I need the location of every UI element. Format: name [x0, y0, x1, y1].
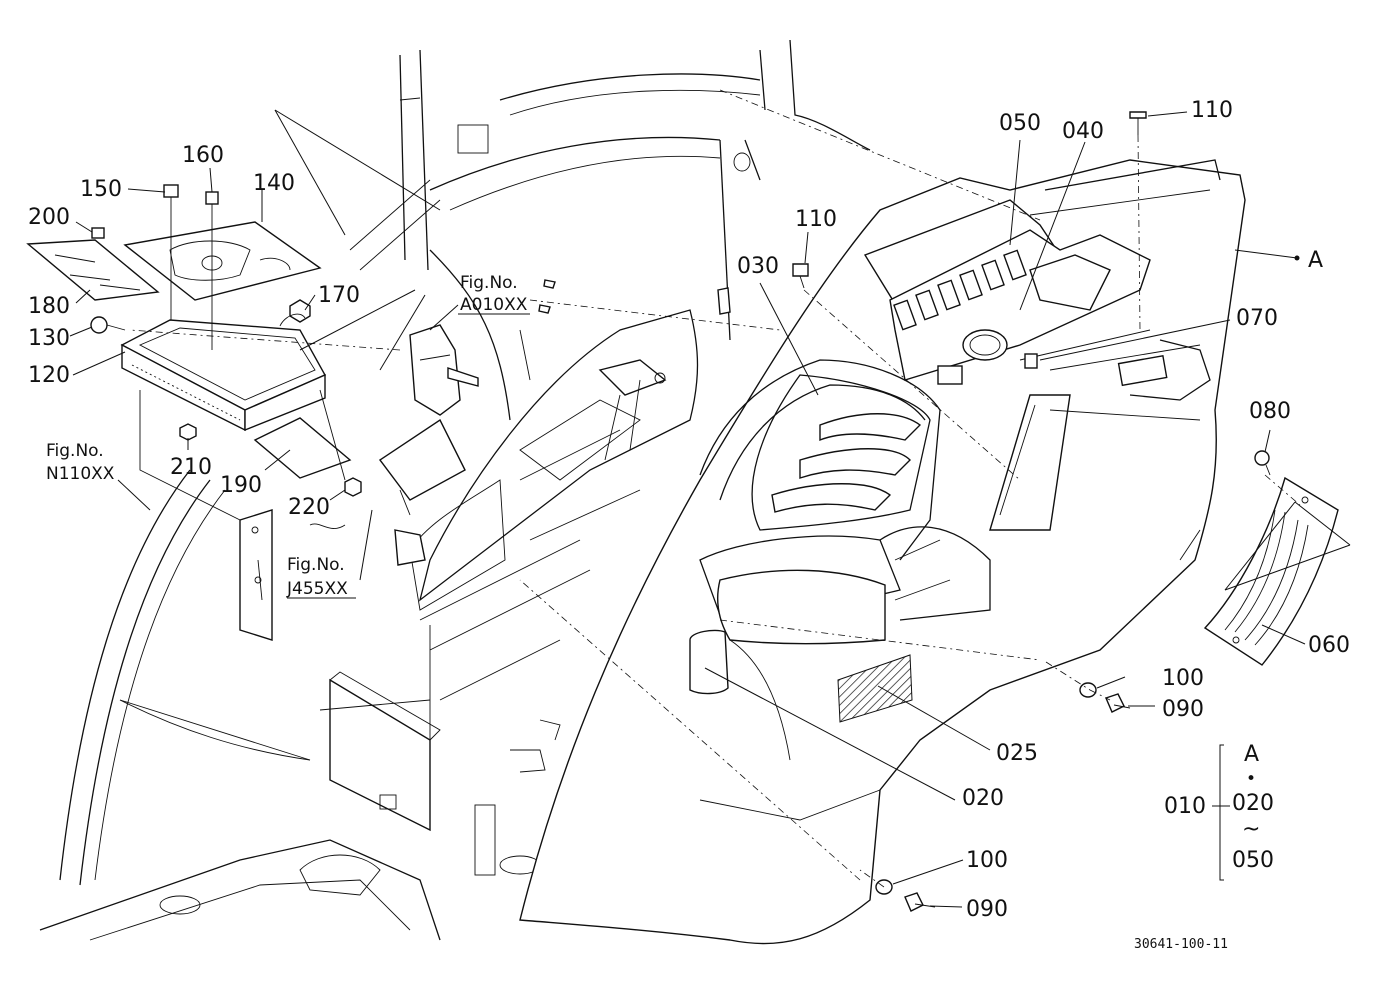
label-170: 170	[318, 283, 360, 308]
label-110-top: 110	[1191, 98, 1233, 123]
assembly-lines	[129, 89, 1301, 888]
label-080: 080	[1249, 399, 1291, 424]
drawing-number: 30641-100-11	[1134, 937, 1228, 952]
lever-bracket	[309, 279, 731, 566]
switch-bank	[893, 249, 1027, 331]
label-060: 060	[1308, 633, 1350, 658]
legend-dot: •	[1246, 769, 1256, 789]
label-100-lower: 100	[966, 848, 1008, 873]
label-a-top: A	[1308, 248, 1323, 273]
label-130: 130	[28, 326, 70, 351]
figref-n-code: N110XX	[46, 464, 115, 484]
label-190: 190	[220, 473, 262, 498]
label-030: 030	[737, 254, 779, 279]
legend-050: 050	[1232, 848, 1274, 873]
label-160: 160	[182, 143, 224, 168]
label-100-upper: 100	[1162, 666, 1204, 691]
leader-lines	[69, 109, 1351, 908]
cab-frame	[39, 39, 871, 941]
figref-a-code: A010XX	[460, 295, 528, 315]
label-090-lower: 090	[966, 897, 1008, 922]
figure-references: Fig.No. A010XX Fig.No. N110XX Fig.No. J4…	[46, 273, 528, 599]
label-070: 070	[1236, 306, 1278, 331]
legend-020: 020	[1232, 791, 1274, 816]
label-050: 050	[999, 111, 1041, 136]
figref-j-title: Fig.No.	[287, 555, 345, 575]
assembly-legend: A • 010 020 ~ 050	[1164, 742, 1274, 873]
label-040: 040	[1062, 119, 1104, 144]
label-025: 025	[996, 741, 1038, 766]
shift-cover-assembly	[26, 184, 362, 521]
part-labels: 110 050 040 110 030 A 070 080 060 100 09…	[28, 98, 1350, 922]
label-200: 200	[28, 205, 70, 230]
rear-cover-060	[1203, 476, 1339, 666]
label-220: 220	[288, 495, 330, 520]
figref-j-code: J455XX	[286, 579, 348, 599]
label-210: 210	[170, 455, 212, 480]
figref-a-title: Fig.No.	[460, 273, 518, 293]
side-console-panel	[519, 159, 1246, 945]
label-110-mid: 110	[795, 207, 837, 232]
label-150: 150	[80, 177, 122, 202]
label-180: 180	[28, 294, 70, 319]
label-020: 020	[962, 786, 1004, 811]
label-140: 140	[253, 171, 295, 196]
label-120: 120	[28, 363, 70, 388]
legend-010: 010	[1164, 794, 1206, 819]
point-a-dot	[1294, 255, 1300, 261]
legend-tilde: ~	[1242, 817, 1260, 842]
label-090-upper: 090	[1162, 697, 1204, 722]
hardware-right	[792, 111, 1271, 912]
figref-n-title: Fig.No.	[46, 441, 104, 461]
legend-a: A	[1244, 742, 1259, 767]
